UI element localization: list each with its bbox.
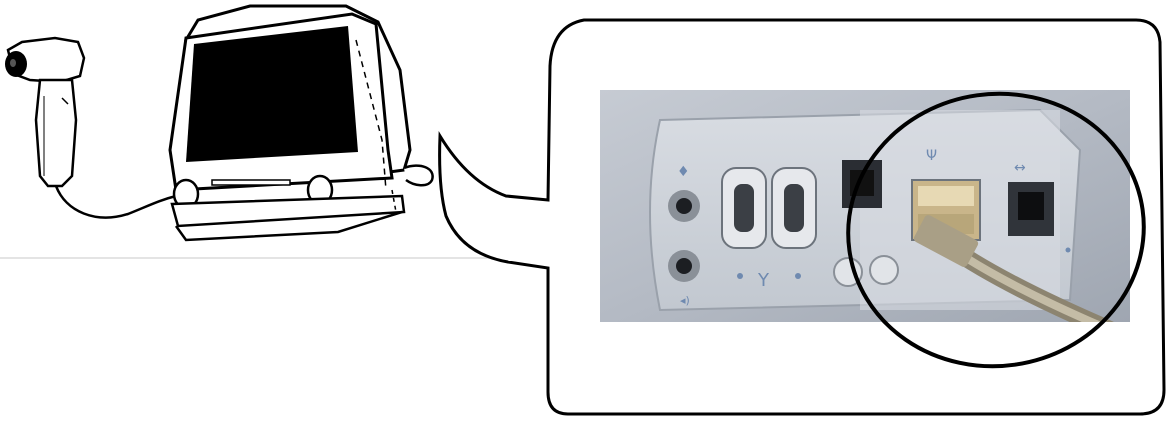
firewire-symbol: Y [757, 270, 770, 291]
usb-symbol: Ψ [926, 148, 937, 164]
audio-out-symbol: ◂) [680, 294, 690, 307]
audio-in-symbol: ♦ [677, 164, 690, 180]
camera-icon [5, 38, 84, 186]
ethernet-symbol: ↔ [1014, 160, 1026, 176]
usb-cable [56, 186, 176, 218]
